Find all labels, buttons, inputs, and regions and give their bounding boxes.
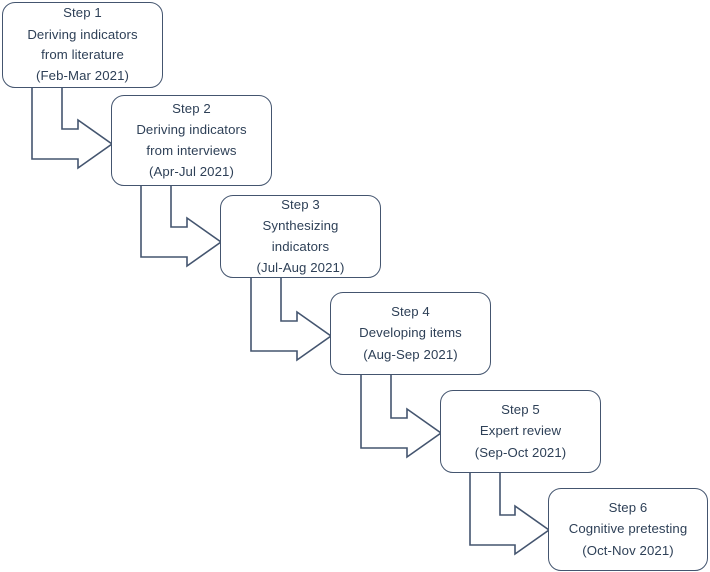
flow-node-step-1[interactable]: Step 1 Deriving indicators from literatu…: [2, 2, 163, 88]
arrow-4-to-5-icon: [360, 374, 443, 459]
flow-node-step-5[interactable]: Step 5 Expert review (Sep-Oct 2021): [440, 390, 601, 473]
flow-node-date: (Oct-Nov 2021): [582, 542, 674, 558]
arrow-3-to-4-icon: [250, 277, 333, 362]
arrow-1-to-2-icon: [31, 87, 114, 170]
flow-node-title: Step 5: [501, 401, 540, 417]
flow-node-date: (Jul-Aug 2021): [256, 259, 345, 275]
flow-node-step-2[interactable]: Step 2 Deriving indicators from intervie…: [111, 95, 272, 186]
flow-node-body-line-2: indicators: [271, 238, 330, 254]
flow-node-body-line-1: Deriving indicators: [27, 26, 138, 42]
flow-node-title: Step 2: [172, 100, 211, 116]
flow-node-date: (Aug-Sep 2021): [363, 346, 458, 362]
flow-node-title: Step 6: [608, 499, 648, 515]
flow-node-title: Step 4: [391, 303, 430, 319]
flow-node-body-line-1: Expert review: [479, 423, 562, 439]
flow-node-date: (Apr-Jul 2021): [149, 163, 234, 179]
flow-node-title: Step 3: [281, 196, 320, 212]
flow-node-body-line-1: Cognitive pretesting: [568, 521, 688, 537]
arrow-2-to-3-icon: [140, 185, 223, 268]
flow-node-body-line-1: Deriving indicators: [136, 122, 247, 138]
flow-node-step-4[interactable]: Step 4 Developing items (Aug-Sep 2021): [330, 292, 491, 375]
flow-node-body-line-1: Developing items: [359, 325, 462, 341]
flow-node-body-line-2: from interviews: [146, 142, 237, 158]
flow-node-date: (Sep-Oct 2021): [474, 444, 567, 460]
flow-node-step-3[interactable]: Step 3 Synthesizing indicators (Jul-Aug …: [220, 195, 381, 278]
flow-node-body-line-2: from literature: [41, 47, 124, 62]
flow-node-step-6[interactable]: Step 6 Cognitive pretesting (Oct-Nov 202…: [548, 488, 708, 571]
flow-node-body-line-1: Synthesizing: [262, 218, 339, 234]
flow-node-title: Step 1: [63, 5, 102, 21]
flow-node-date: (Feb-Mar 2021): [35, 68, 129, 84]
arrow-5-to-6-icon: [469, 471, 551, 556]
